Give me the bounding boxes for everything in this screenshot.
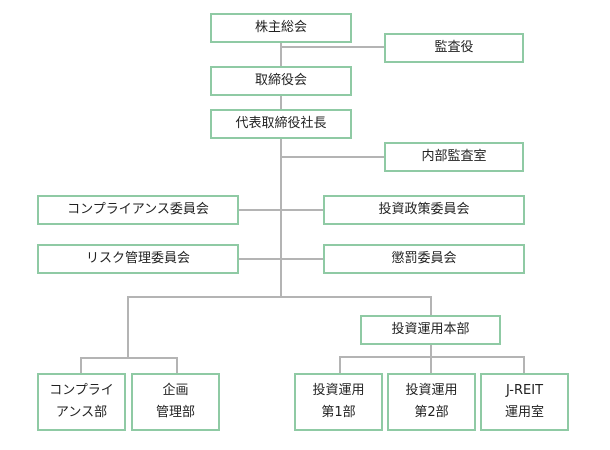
label-auditors: 監査役 — [434, 40, 474, 55]
label-planning-dept-line1: 企画 — [162, 383, 189, 398]
label-jreit-office-line2: 運用室 — [504, 405, 544, 420]
label-jreit-office-line1: J-REIT — [505, 383, 544, 398]
label-internal-audit: 内部監査室 — [421, 149, 487, 164]
label-disciplinary-committee: 懲罰委員会 — [391, 251, 457, 266]
label-investment-dept1-line1: 投資運用 — [312, 383, 365, 398]
box-auditors: 監査役 — [384, 33, 524, 63]
box-planning-dept: 企画 管理部 — [131, 373, 220, 431]
label-compliance-committee: コンプライアンス委員会 — [67, 202, 209, 217]
connector-investment-dept2 — [430, 356, 432, 374]
label-board: 取締役会 — [254, 73, 307, 88]
label-shareholders-meeting: 株主総会 — [254, 20, 307, 35]
connector-risk-committee-row — [238, 258, 324, 260]
label-investment-dept2-line1: 投資運用 — [405, 383, 458, 398]
label-compliance-dept-line1: コンプライ — [49, 383, 114, 398]
box-investment-dept1: 投資運用 第1部 — [294, 373, 383, 431]
box-president: 代表取締役社長 — [210, 109, 352, 139]
label-risk-committee: リスク管理委員会 — [85, 251, 190, 266]
label-planning-dept-line2: 管理部 — [155, 405, 195, 420]
connector-main-trunk — [280, 42, 282, 297]
connector-investment-dept1 — [339, 356, 341, 374]
box-internal-audit: 内部監査室 — [384, 142, 524, 172]
label-investment-policy-committee: 投資政策委員会 — [378, 202, 470, 217]
connector-planning-dept — [176, 357, 178, 375]
box-compliance-dept: コンプライ アンス部 — [37, 373, 126, 431]
box-jreit-office: J-REIT 運用室 — [480, 373, 569, 431]
connector-internal-audit — [281, 156, 385, 158]
box-investment-policy-committee: 投資政策委員会 — [323, 195, 525, 225]
label-president: 代表取締役社長 — [235, 116, 327, 131]
box-disciplinary-committee: 懲罰委員会 — [323, 244, 525, 274]
label-investment-dept1-line2: 第1部 — [321, 405, 356, 420]
box-investment-dept2: 投資運用 第2部 — [387, 373, 476, 431]
box-compliance-committee: コンプライアンス委員会 — [37, 195, 239, 225]
box-risk-committee: リスク管理委員会 — [37, 244, 239, 274]
label-compliance-dept-line2: アンス部 — [55, 405, 108, 420]
box-shareholders-meeting: 株主総会 — [210, 13, 352, 43]
connector-lower-split — [127, 296, 431, 298]
box-investment-division: 投資運用本部 — [360, 315, 501, 345]
box-board: 取締役会 — [210, 66, 352, 96]
connector-left-branch — [127, 296, 129, 359]
connector-compliance-committee-row — [238, 209, 324, 211]
connector-left-split — [80, 357, 178, 359]
label-investment-division: 投資運用本部 — [391, 322, 470, 337]
connector-auditors — [281, 46, 385, 48]
connector-compliance-dept — [80, 357, 82, 375]
connector-investment-division-down — [430, 344, 432, 358]
connector-jreit-office — [523, 356, 525, 374]
label-investment-dept2-line2: 第2部 — [414, 405, 449, 420]
connector-investment-division — [430, 296, 432, 316]
